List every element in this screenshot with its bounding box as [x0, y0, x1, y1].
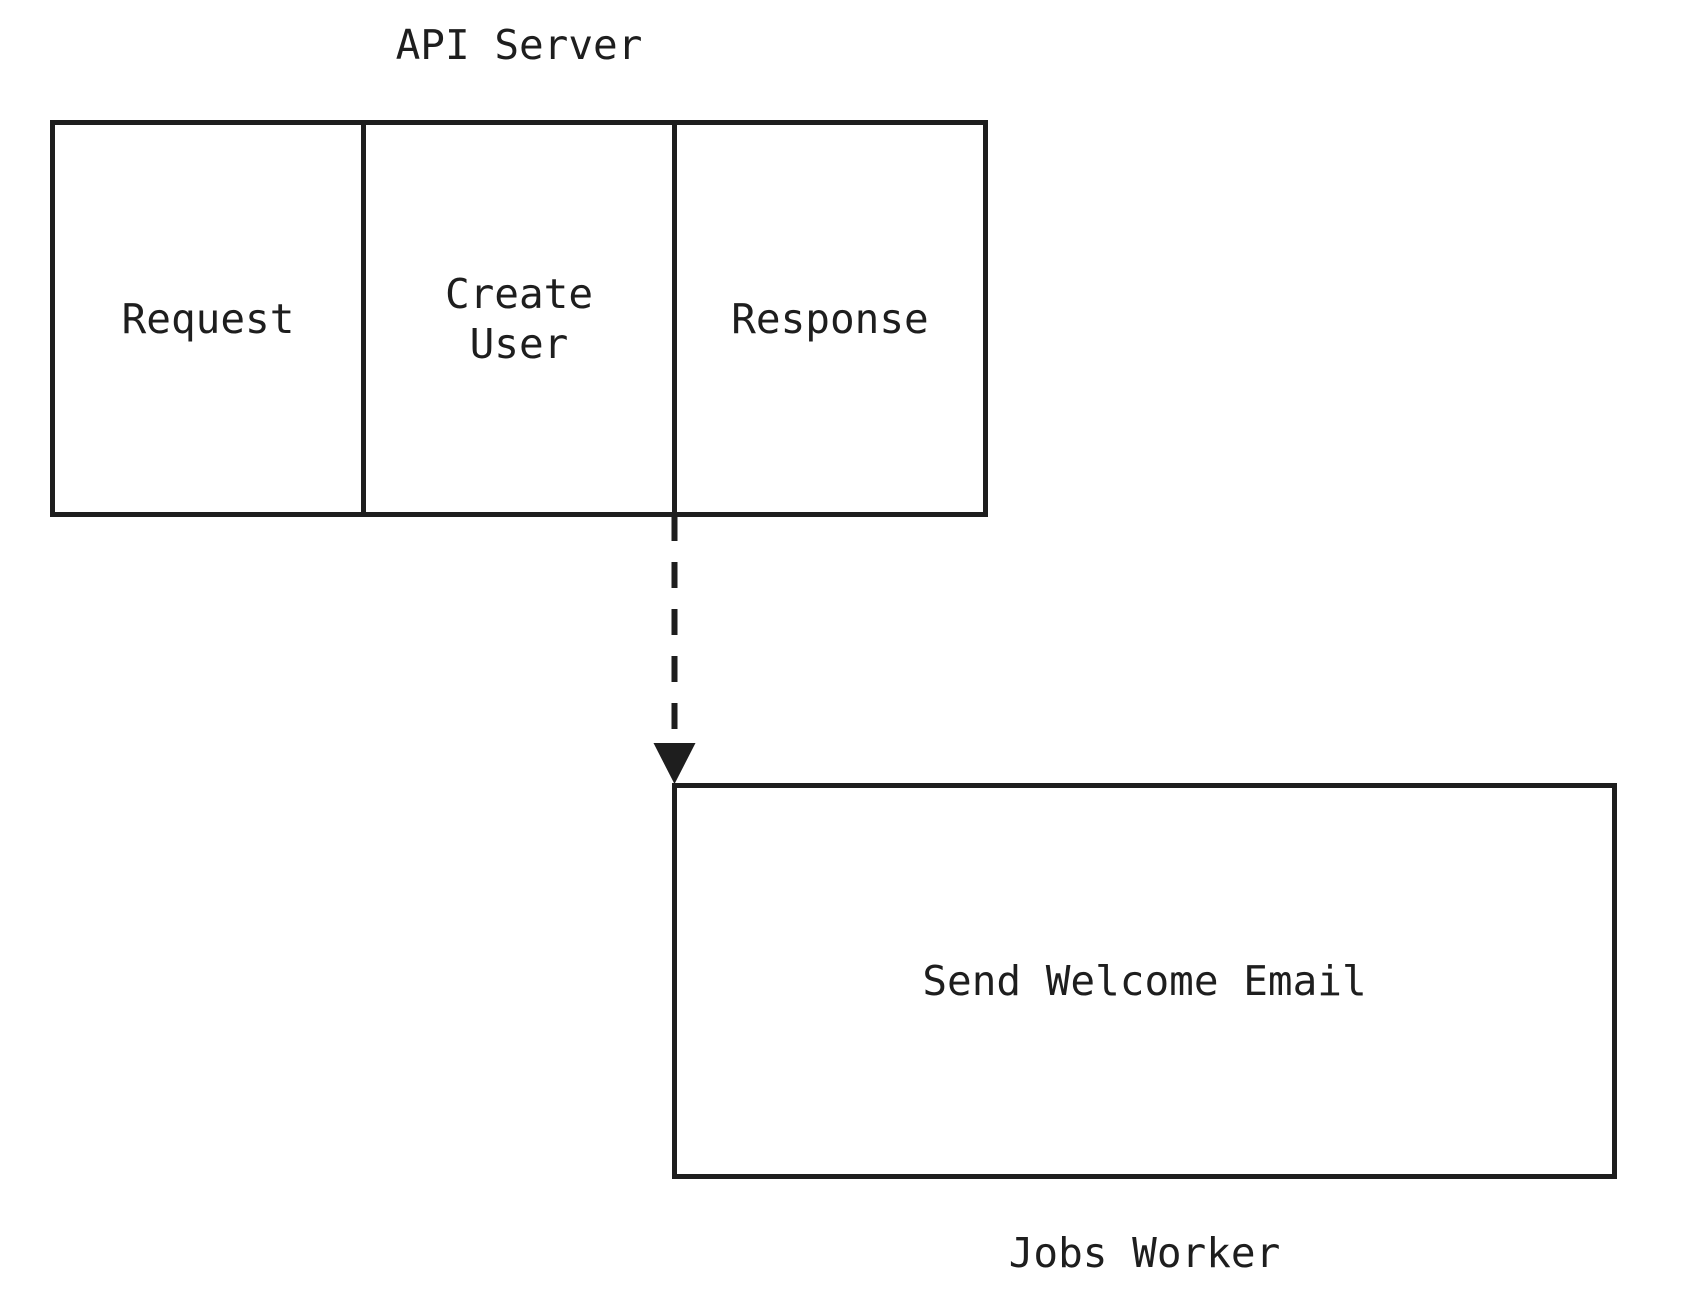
response-box-label: Response [731, 294, 929, 343]
create-user-box: Create User [361, 125, 672, 512]
request-box: Request [55, 125, 361, 512]
api-server-group-title: API Server [395, 21, 643, 69]
request-box-label: Request [121, 294, 295, 343]
jobs-worker-group-title: Jobs Worker [1008, 1229, 1281, 1277]
send-welcome-email-label: Send Welcome Email [922, 957, 1367, 1005]
dashed-arrow-connector [653, 515, 696, 784]
create-user-box-label: Create User [444, 269, 594, 368]
response-box: Response [672, 125, 983, 512]
send-welcome-email-box: Send Welcome Email [672, 783, 1617, 1179]
arrowhead-down-icon [653, 743, 696, 784]
api-server-pipeline-group: Request Create User Response [50, 120, 988, 517]
